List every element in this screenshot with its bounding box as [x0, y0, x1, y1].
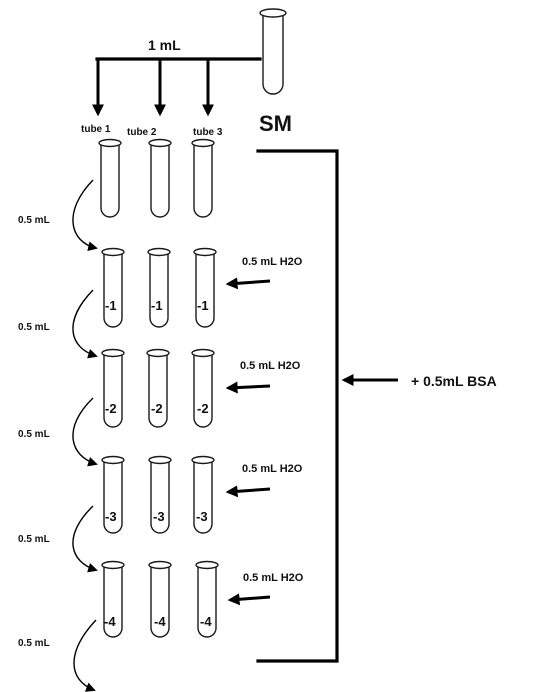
tube-row-dilution-2 [101, 348, 215, 428]
tube [146, 348, 170, 428]
dilution-label-1-tube1: -1 [105, 298, 117, 313]
water-addition-arrows [225, 277, 271, 606]
stock-tube [259, 8, 287, 95]
dilution-label-1-tube3: -1 [197, 298, 209, 313]
tube [101, 348, 125, 428]
tube-row-dilution-3 [101, 455, 215, 534]
transfer-label-1: 0.5 mL [18, 215, 50, 226]
dilution-label-2-tube2: -2 [151, 401, 163, 416]
tube [191, 455, 215, 534]
tube [193, 247, 217, 328]
dilution-label-3-tube1: -3 [105, 509, 117, 524]
bsa-bracket [256, 149, 398, 663]
dilution-label-4-tube3: -4 [200, 614, 212, 629]
dilution-label-2-tube1: -2 [105, 401, 117, 416]
tube [101, 247, 125, 328]
tube-row-dilution-4 [101, 560, 219, 638]
tube [147, 247, 171, 328]
transfer-label-5: 0.5 mL [18, 638, 50, 649]
tube [191, 138, 215, 218]
water-label-3: 0.5 mL H2O [242, 463, 303, 475]
dilution-label-1-tube2: -1 [151, 298, 163, 313]
transfer-label-4: 0.5 mL [18, 534, 50, 545]
tube [148, 560, 172, 638]
dilution-label-4-tube1: -4 [104, 614, 116, 629]
bsa-label: + 0.5mL BSA [411, 373, 497, 389]
tube [101, 560, 125, 638]
transfer-label-3: 0.5 mL [18, 429, 50, 440]
tube [195, 560, 219, 638]
water-label-2: 0.5 mL H2O [240, 360, 301, 372]
tube [101, 455, 125, 534]
transfer-volume-label: 1 mL [148, 37, 181, 53]
tube-label-3: tube 3 [193, 127, 223, 138]
tube [148, 138, 172, 218]
water-label-1: 0.5 mL H2O [242, 256, 303, 268]
water-label-4: 0.5 mL H2O [243, 572, 304, 584]
tube-label-2: tube 2 [127, 127, 157, 138]
tube [191, 348, 215, 428]
distribution-connector [92, 57, 262, 117]
tube-row-undiluted [98, 138, 215, 218]
dilution-label-3-tube2: -3 [153, 509, 165, 524]
tube [148, 455, 172, 534]
tube-label-1: tube 1 [81, 124, 111, 135]
tube-row-dilution-1 [101, 247, 217, 328]
transfer-label-2: 0.5 mL [18, 322, 50, 333]
dilution-label-2-tube3: -2 [197, 401, 209, 416]
tube [98, 138, 122, 218]
dilution-label-3-tube3: -3 [196, 509, 208, 524]
dilution-label-4-tube2: -4 [154, 614, 166, 629]
stock-label: SM [259, 111, 292, 136]
serial-transfer-arrows [72, 179, 98, 692]
